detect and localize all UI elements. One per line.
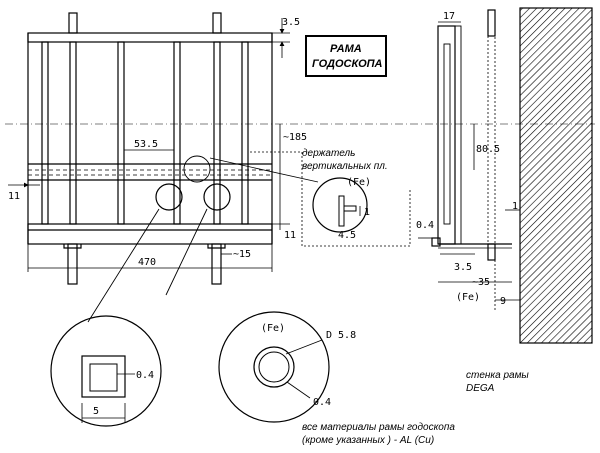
side-dimensions (418, 21, 520, 312)
materials-note-1: все материалы рамы годоскопа (302, 422, 455, 433)
dim-foot: ~15 (233, 249, 251, 260)
top-stud (68, 12, 78, 34)
dim-side-height: 80.5 (476, 144, 500, 155)
wall-label-1: стенка рамы (466, 370, 529, 381)
holder-zoom-circle (312, 177, 368, 233)
tube-fe: (Fe) (261, 323, 285, 334)
square-wall: 0.4 (136, 370, 154, 381)
holder-width: 4.5 (338, 230, 356, 241)
square-side: 5 (93, 406, 99, 417)
dim-side-width: 17 (443, 11, 455, 22)
dim-side-depth: ~35 (472, 277, 490, 288)
square-profile-detail (50, 208, 162, 427)
bottom-stud (67, 243, 78, 285)
title-box (305, 35, 387, 77)
dim-side-gap: 0.4 (416, 220, 434, 231)
dim-bottom-offset: 11 (284, 230, 296, 241)
dim-side-base: 3.5 (454, 262, 472, 273)
vertical-bar (241, 41, 249, 225)
tube-diameter: D 5.8 (326, 330, 356, 341)
vertical-bar (173, 41, 181, 225)
holder-detail (209, 151, 411, 247)
holder-fe: (Fe) (347, 177, 371, 188)
materials-note-2: (кроме указанных ) - AL (Cu) (302, 435, 434, 446)
top-stud (212, 12, 222, 34)
detail-circle-holder (183, 155, 211, 183)
dim-spacing: 53.5 (134, 139, 158, 150)
bottom-stud (211, 243, 222, 285)
front-dimensions (8, 18, 290, 272)
holder-label-1: держатель (302, 148, 355, 159)
top-bar (27, 32, 273, 43)
vertical-bar (213, 41, 221, 225)
title-line-1: РАМА (330, 43, 362, 55)
wall-label-2: DEGA (466, 383, 495, 394)
holder-thickness: 1 (364, 207, 370, 218)
detail-circle-square (155, 183, 183, 211)
detail-circle-tube (203, 183, 231, 211)
side-view (431, 9, 512, 261)
dim-top-gap: 3.5 (282, 17, 300, 28)
vertical-bar (41, 41, 49, 225)
title-line-2: ГОДОСКОПА (312, 58, 383, 70)
dim-side-wall-gap: 9 (500, 296, 506, 307)
tube-profile-detail (165, 208, 330, 423)
dega-wall (519, 7, 593, 344)
bottom-bar (27, 223, 273, 245)
front-view (27, 12, 273, 285)
dim-left-offset: 11 (8, 191, 20, 202)
dim-height: ~185 (283, 132, 307, 143)
holder-label-2: вертикальных пл. (302, 161, 388, 172)
tube-wall: 0.4 (313, 397, 331, 408)
side-fe: (Fe) (456, 292, 480, 303)
vertical-bar (69, 41, 77, 225)
dim-side-right: 1 (512, 201, 518, 212)
vertical-bar (117, 41, 125, 225)
dim-width: 470 (138, 257, 156, 268)
